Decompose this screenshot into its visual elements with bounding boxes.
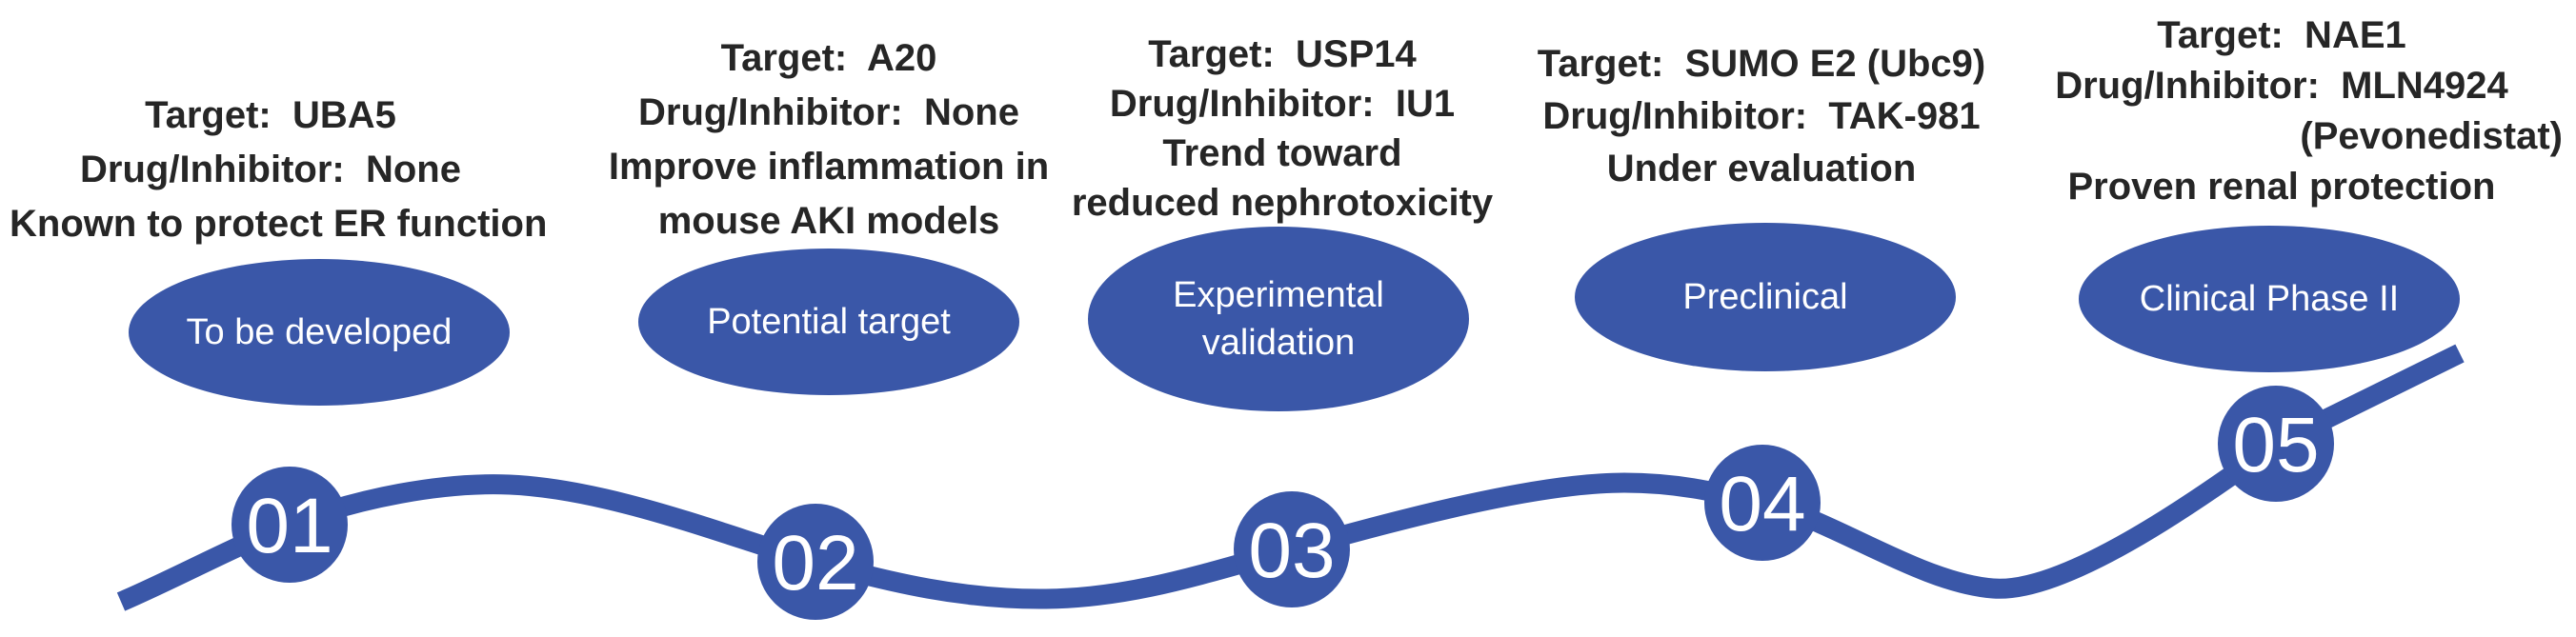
- milestone-circle-2: [757, 504, 874, 620]
- milestone-circle-1: [231, 467, 348, 583]
- stage-2-badge: Potential target: [638, 249, 1019, 395]
- stage-5-badge: Clinical Phase II: [2079, 226, 2460, 372]
- stage-2-info: Target: A20 Drug/Inhibitor: None Improve…: [563, 31, 1095, 249]
- milestone-number-3: 03: [1248, 508, 1335, 594]
- info-line: (Pevonedistat): [2300, 115, 2563, 157]
- info-line: Target: A20: [720, 37, 937, 79]
- info-line: Improve inflammation in: [608, 146, 1050, 188]
- stage-3-badge: Experimental validation: [1088, 227, 1469, 411]
- stage-1-info: Target: UBA5 Drug/Inhibitor: None Known …: [10, 89, 548, 251]
- badge-label: Experimental: [1173, 275, 1384, 315]
- info-line: Target: NAE1: [2157, 14, 2406, 56]
- info-line: mouse AKI models: [657, 200, 1000, 242]
- milestone-number-2: 02: [772, 520, 858, 607]
- info-line: Known to protect ER function: [10, 203, 548, 245]
- info-line: Target: UBA5: [145, 94, 396, 136]
- milestone-number-4: 04: [1719, 461, 1805, 547]
- timeline-curve: [116, 344, 2465, 611]
- badge-label: Potential target: [707, 302, 951, 342]
- badge-label: Clinical Phase II: [2139, 279, 2400, 319]
- stage-3-info: Target: USP14 Drug/Inhibitor: IU1 Trend …: [1016, 30, 1548, 228]
- info-line: Drug/Inhibitor: None: [80, 149, 461, 190]
- info-line: Trend toward: [1162, 132, 1402, 174]
- badge-label: Preclinical: [1682, 277, 1848, 317]
- milestone-number-1: 01: [246, 483, 332, 569]
- info-line: Drug/Inhibitor: IU1: [1109, 83, 1456, 125]
- info-line: Drug/Inhibitor: None: [638, 91, 1019, 133]
- stage-5-info: Target: NAE1 Drug/Inhibitor: MLN4924 (Pe…: [2001, 10, 2563, 212]
- milestone-circle-5: [2218, 386, 2334, 502]
- info-line: Proven renal protection: [2067, 166, 2496, 208]
- milestone-circle-4: [1704, 445, 1821, 561]
- milestone-circle-3: [1234, 491, 1350, 607]
- info-line: Target: SUMO E2 (Ubc9): [1537, 43, 1986, 85]
- stage-1-badge: To be developed: [129, 259, 510, 406]
- info-line: Target: USP14: [1148, 33, 1417, 75]
- info-line: Under evaluation: [1606, 148, 1917, 189]
- info-line: Drug/Inhibitor: MLN4924: [2055, 65, 2508, 107]
- badge-label: To be developed: [186, 312, 453, 352]
- milestone-number-5: 05: [2232, 402, 2319, 488]
- info-line: reduced nephrotoxicity: [1071, 182, 1494, 224]
- info-line: Drug/Inhibitor: TAK-981: [1542, 95, 1981, 137]
- stage-4-info: Target: SUMO E2 (Ubc9) Drug/Inhibitor: T…: [1499, 38, 2023, 195]
- stage-4-badge: Preclinical: [1575, 223, 1956, 371]
- badge-label: validation: [1201, 323, 1356, 363]
